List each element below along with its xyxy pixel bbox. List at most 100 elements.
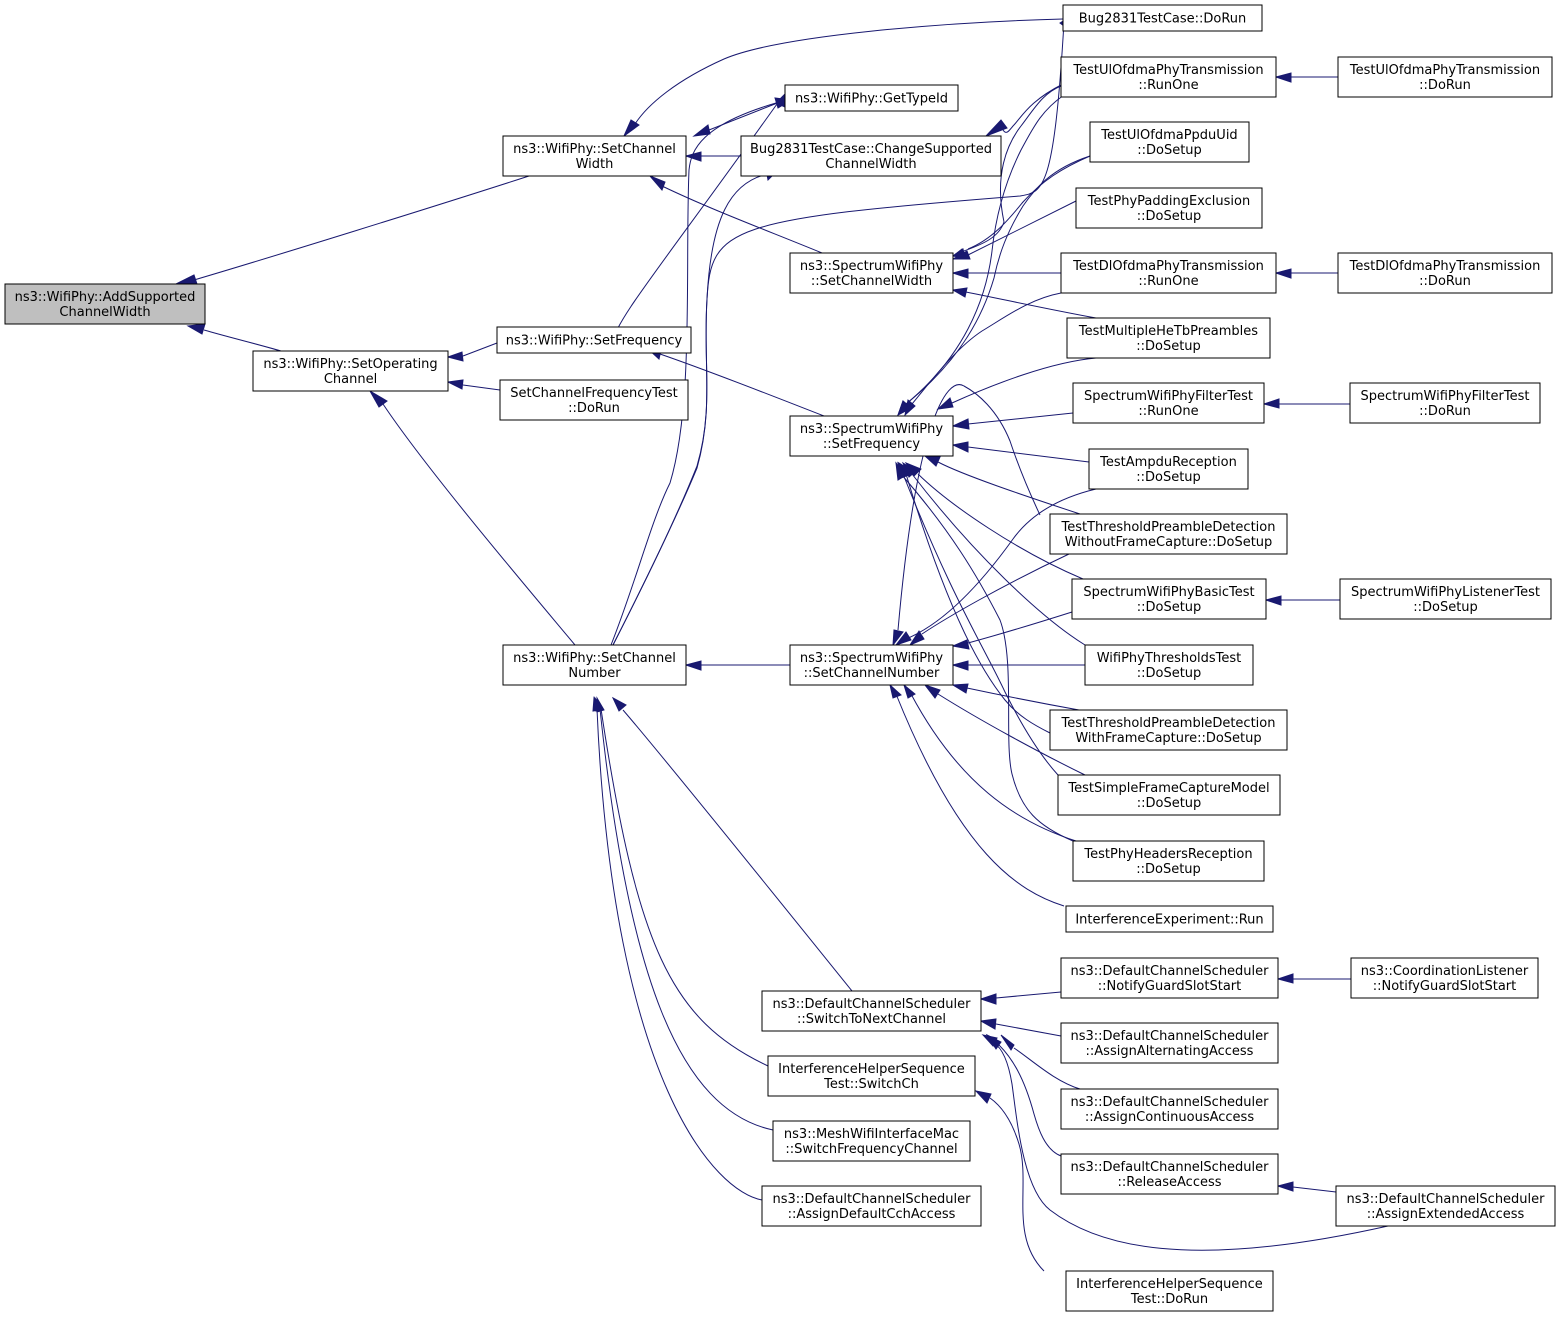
edge-line [1292,1186,1337,1193]
node-spectrum-set-frequency[interactable]: ns3::SpectrumWifiPhy::SetFrequency [789,415,954,457]
call-edge [649,175,823,254]
node-dcs-release-access[interactable]: ns3::DefaultChannelScheduler::ReleaseAcc… [1060,1153,1279,1195]
node-label-line: TestPhyPaddingExclusion [1087,194,1250,209]
call-edge [594,696,774,1131]
node-box [1060,1022,1279,1064]
call-edge [951,268,1061,279]
edge-line [960,85,1062,253]
node-threshold-with-capture[interactable]: TestThresholdPreambleDetectionWithFrameC… [1049,709,1288,751]
node-filter-test-do-run[interactable]: SpectrumWifiPhyFilterTest::DoRun [1349,382,1541,424]
call-edge [186,323,282,352]
node-basic-test-setup[interactable]: SpectrumWifiPhyBasicTest::DoSetup [1071,578,1267,620]
node-label-line: ::SwitchToNextChannel [797,1012,946,1027]
call-edge [904,292,1062,417]
node-label-line: ns3::WifiPhy::AddSupported [15,290,196,305]
node-label-line: ::DoSetup [1136,862,1201,877]
node-coord-listener-notify[interactable]: ns3::CoordinationListener::NotifyGuardSl… [1350,957,1539,999]
node-threshold-without-capture[interactable]: TestThresholdPreambleDetectionWithoutFra… [1049,513,1288,555]
call-edge [979,991,1062,1005]
node-spectrum-set-channel-width[interactable]: ns3::SpectrumWifiPhy::SetChannelWidth [789,252,954,294]
edge-line [989,1097,1045,1272]
node-box [1337,56,1553,98]
node-wifiphy-get-type-id[interactable]: ns3::WifiPhy::GetTypeId [784,84,959,112]
edge-line [462,384,501,391]
edge-line [911,473,1086,646]
node-filter-test-run-one[interactable]: SpectrumWifiPhyFilterTest::RunOne [1072,382,1265,424]
node-label-line: ns3::SpectrumWifiPhy [800,651,943,666]
edge-line [634,18,1064,125]
arrowhead-icon [611,696,627,712]
edge-line [661,185,823,254]
node-label-line: TestThresholdPreambleDetection [1061,716,1276,731]
node-wifiphy-set-frequency[interactable]: ns3::WifiPhy::SetFrequency [496,326,692,354]
node-listener-test-setup[interactable]: SpectrumWifiPhyListenerTest::DoSetup [1339,578,1552,620]
call-edge [936,357,1097,410]
call-edge [622,18,1064,138]
call-edge [611,696,853,992]
node-wifiphy-set-channel-width[interactable]: ns3::WifiPhy::SetChannelWidth [502,135,687,177]
edge-line [382,403,576,646]
node-box [1335,1185,1556,1227]
node-mesh-switch-freq[interactable]: ns3::MeshWifiInterfaceMac::SwitchFrequen… [772,1120,971,1162]
call-edge [1000,1034,1081,1090]
node-label-line: ::SetChannelWidth [811,274,932,289]
node-dcs-notify-guard[interactable]: ns3::DefaultChannelScheduler::NotifyGuar… [1060,957,1279,999]
node-ul-ofdma-ppdu-uid[interactable]: TestUlOfdmaPpduUid::DoSetup [1089,121,1250,163]
node-box [1065,905,1274,933]
node-dl-ofdma-tx-run-one[interactable]: TestDlOfdmaPhyTransmission::RunOne [1060,252,1277,294]
node-ampdu-reception[interactable]: TestAmpduReception::DoSetup [1088,448,1249,490]
node-box [1049,513,1288,555]
node-box [1065,1270,1274,1312]
node-bug2831-do-run[interactable]: Bug2831TestCase::DoRun [1062,4,1263,32]
node-box [1084,644,1254,686]
node-phy-padding-exclusion[interactable]: TestPhyPaddingExclusion::DoSetup [1075,187,1263,229]
node-multiple-he-tb[interactable]: TestMultipleHeTbPreambles::DoSetup [1066,317,1271,359]
arrowhead-icon [979,993,997,1005]
node-dcs-switch-to-next[interactable]: ns3::DefaultChannelScheduler::SwitchToNe… [761,990,982,1032]
node-bug2831-change-width[interactable]: Bug2831TestCase::ChangeSupportedChannelW… [740,135,1002,177]
node-dcs-assign-default-cch[interactable]: ns3::DefaultChannelScheduler::AssignDefa… [761,1185,982,1227]
node-phy-headers-reception[interactable]: TestPhyHeadersReception::DoSetup [1072,840,1265,882]
arrowhead-icon [368,389,388,408]
node-box [1072,840,1265,882]
edge-line [921,553,1070,635]
call-edge [923,455,1081,515]
node-label-line: ::DoSetup [1413,600,1478,615]
node-wifiphy-set-channel-number[interactable]: ns3::WifiPhy::SetChannelNumber [502,644,687,686]
arrowhead-icon [1276,1181,1294,1192]
node-label-line: InterferenceHelperSequence [1076,1277,1263,1292]
node-label-line: Bug2831TestCase::DoRun [1079,12,1247,27]
arrowhead-icon [1000,1034,1015,1051]
node-interference-experiment[interactable]: InterferenceExperiment::Run [1065,905,1274,933]
edge-line [967,155,1091,250]
call-edge [908,553,1070,647]
node-label-line: TestDlOfdmaPhyTransmission [1072,259,1264,274]
node-ul-ofdma-tx-do-run[interactable]: TestUlOfdmaPhyTransmission::DoRun [1337,56,1553,98]
call-edge [974,1090,1045,1272]
node-spectrum-set-channel-number[interactable]: ns3::SpectrumWifiPhy::SetChannelNumber [789,644,954,686]
edge-line [993,1042,1389,1251]
node-dcs-assign-continuous[interactable]: ns3::DefaultChannelScheduler::AssignCont… [1060,1088,1279,1130]
node-label-line: TestMultipleHeTbPreambles [1078,324,1258,339]
node-wifi-thresholds-test[interactable]: WifiPhyThresholdsTest::DoSetup [1084,644,1254,686]
node-ul-ofdma-tx-run-one[interactable]: TestUlOfdmaPhyTransmission::RunOne [1060,56,1277,98]
node-simple-frame-capture[interactable]: TestSimpleFrameCaptureModel::DoSetup [1057,774,1281,816]
node-dl-ofdma-tx-do-run[interactable]: TestDlOfdmaPhyTransmission::DoRun [1337,252,1553,294]
arrowhead-icon [951,639,970,650]
edge-line [905,488,1097,640]
node-box [1060,56,1277,98]
node-box [761,1185,982,1227]
node-dcs-assign-alternating[interactable]: ns3::DefaultChannelScheduler::AssignAlte… [1060,1022,1279,1064]
node-box [496,326,692,354]
call-edge [894,488,1097,646]
node-dcs-assign-extended[interactable]: ns3::DefaultChannelScheduler::AssignExte… [1335,1185,1556,1227]
node-set-channel-frequency-test[interactable]: SetChannelFrequencyTest::DoRun [499,379,689,421]
arrowhead-icon [684,660,702,671]
node-label-line: ns3::DefaultChannelScheduler [773,1192,972,1207]
node-label-line: SpectrumWifiPhyFilterTest [1361,389,1530,404]
